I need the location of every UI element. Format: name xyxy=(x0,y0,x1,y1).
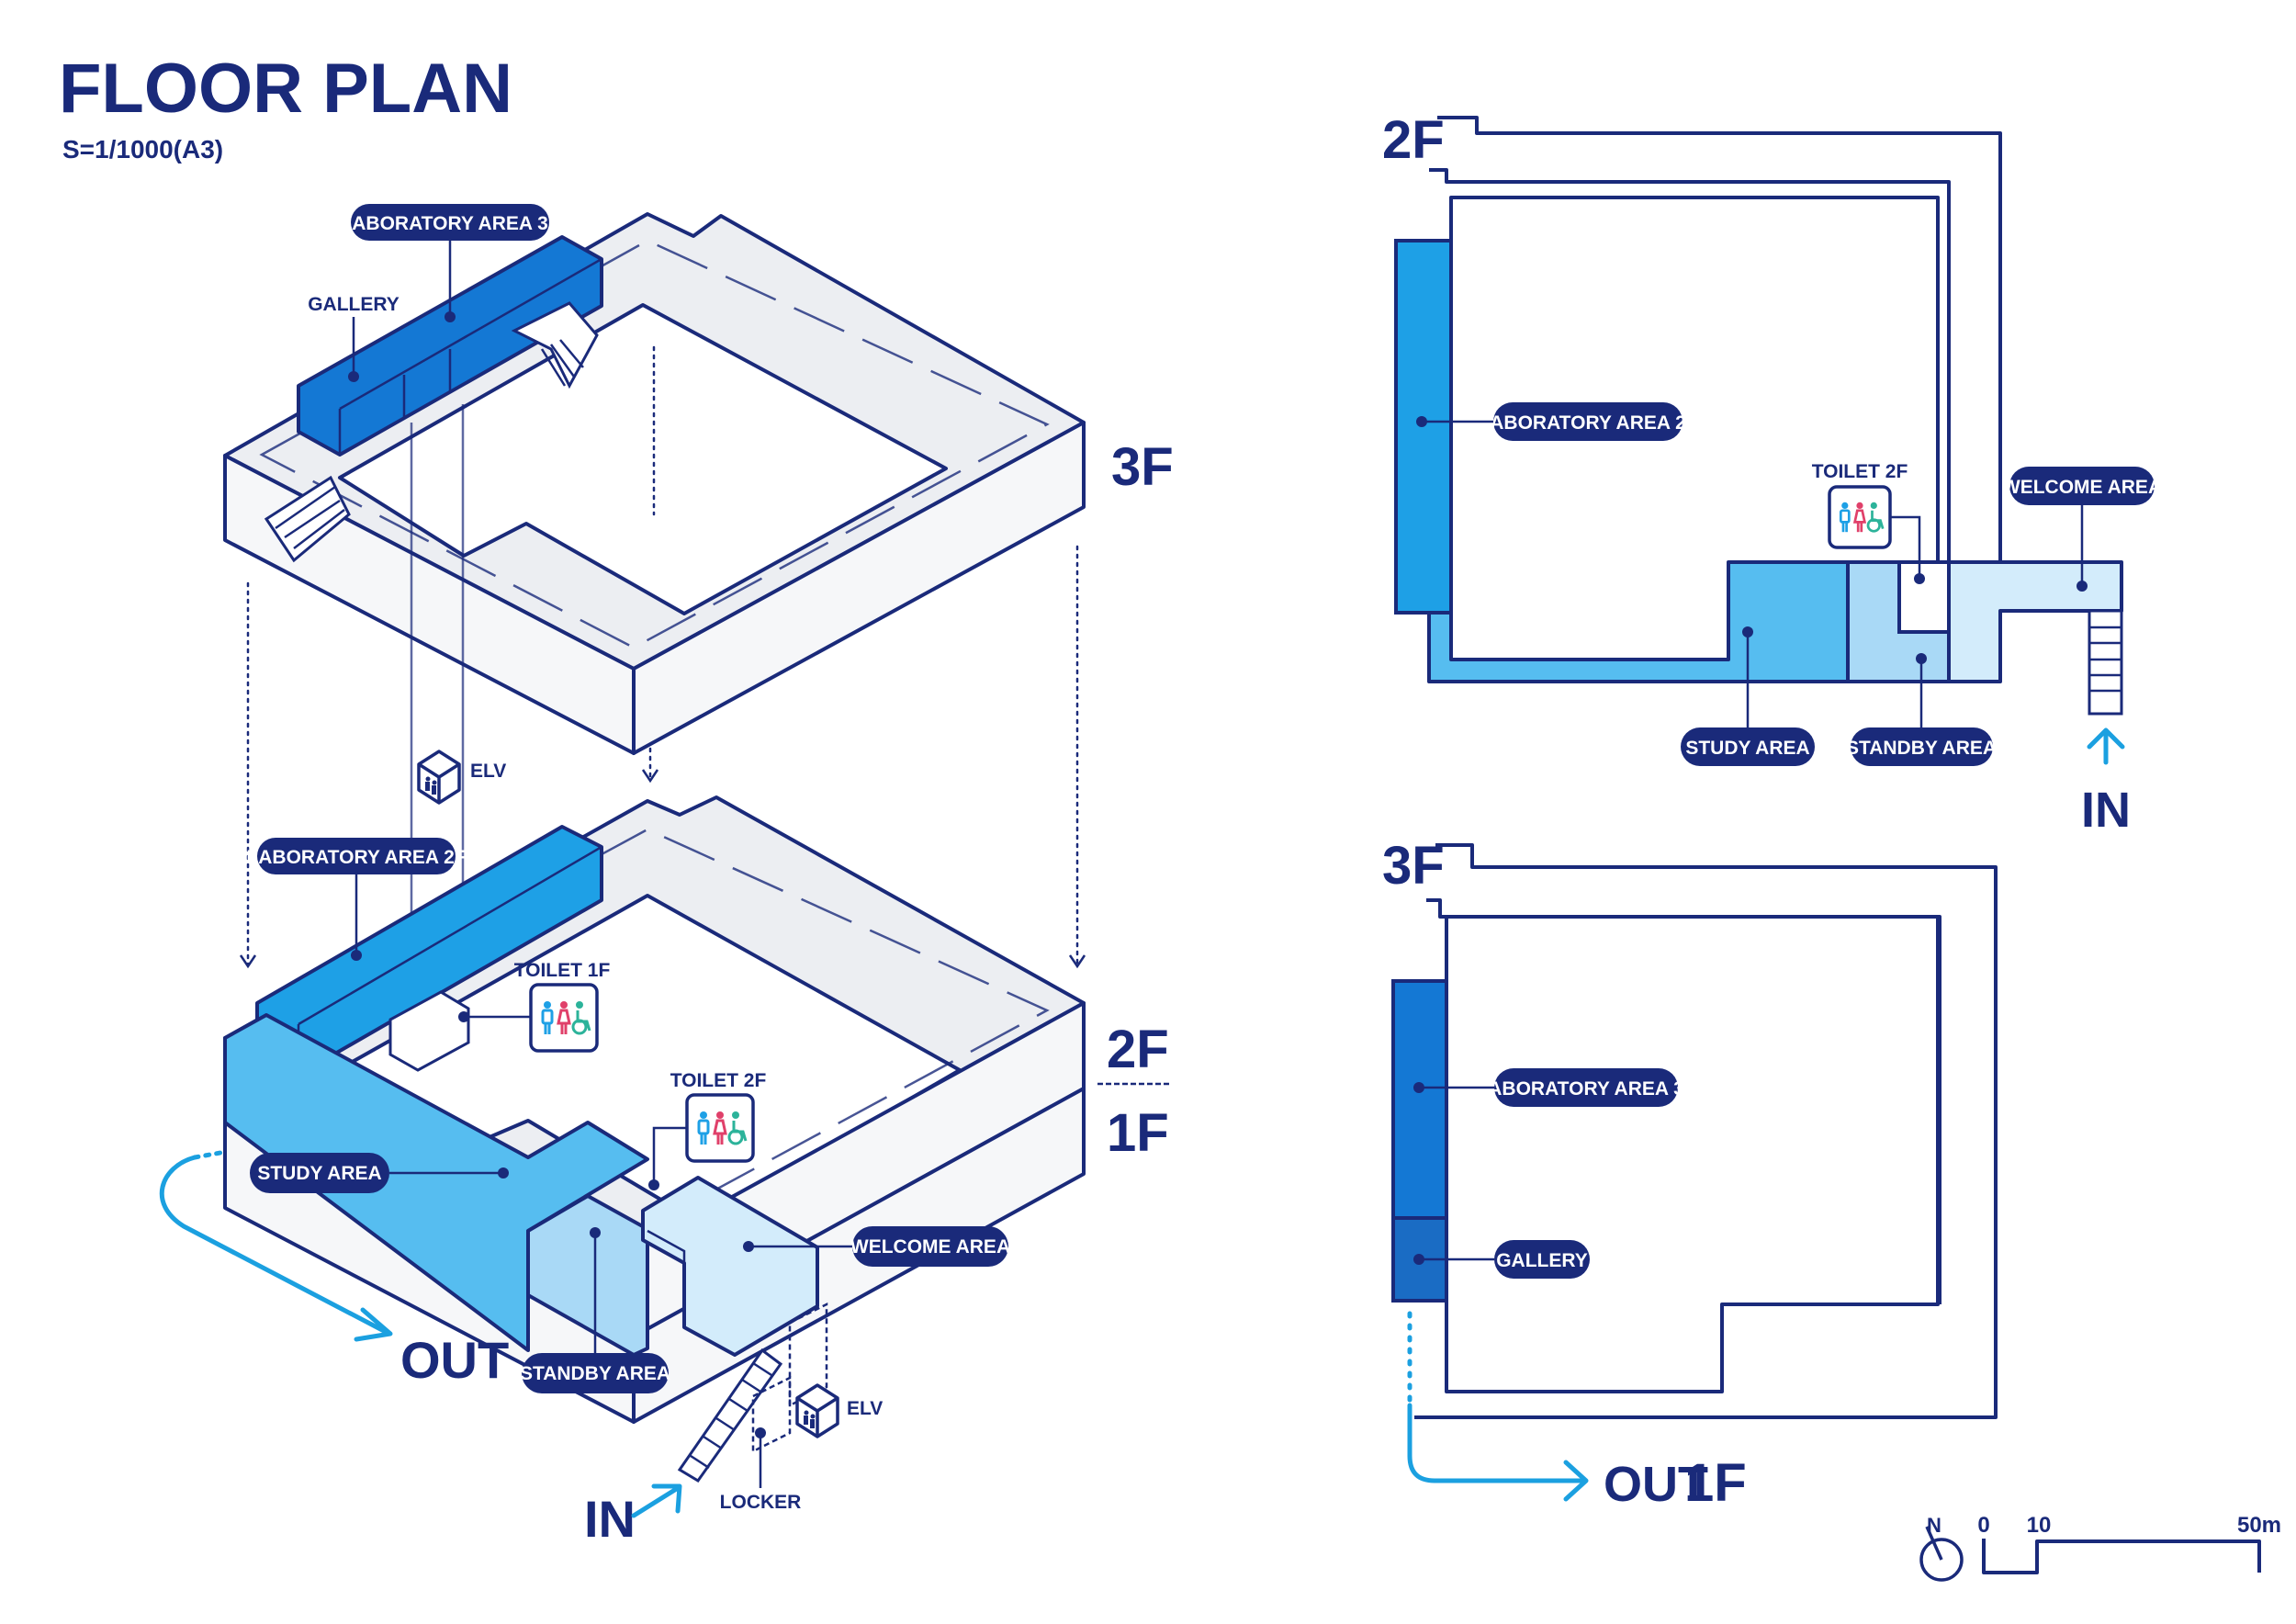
iso-3f-block xyxy=(223,212,1086,1001)
label-iso-locker: LOCKER xyxy=(720,1492,802,1513)
pill-plan2f-lab xyxy=(1493,402,1683,441)
label-iso-welcome: WELCOME AREA xyxy=(850,1236,1010,1257)
label-plan2f-study: STUDY AREA xyxy=(1685,738,1809,759)
label-plan2f-welcome: WELCOME AREA xyxy=(2002,477,2162,498)
iso-standby-area xyxy=(526,1194,649,1357)
iso-2f-1f-labels: LABORATORY AREA 2F TOILET 1F TOILET 2F S… xyxy=(159,838,1010,1548)
iso-floor-3f: 3F xyxy=(1111,437,1174,497)
iso-floor-2f: 2F xyxy=(1107,1020,1169,1079)
elevator-icon-top xyxy=(417,750,461,805)
iso-in-arrow xyxy=(631,1483,682,1518)
label-plan3f-out: OUT xyxy=(1604,1457,1708,1512)
iso-3f-labels: LABORATORY AREA 3F GALLERY xyxy=(308,204,560,382)
plan2f-in-arrow xyxy=(2087,727,2125,765)
pill-iso-lab2f xyxy=(257,838,456,874)
iso-2f-1f-block xyxy=(223,795,1171,1483)
plan-2f: 2F LABORATORY AREA 2F TOILET 2F WELCOME … xyxy=(1382,110,2162,838)
scale-note: S=1/1000(A3) xyxy=(62,135,223,164)
scale-tick-0: 0 xyxy=(1977,1513,1989,1538)
header: FLOOR PLAN S=1/1000(A3) xyxy=(59,50,512,164)
label-plan3f-out-floor: 1F xyxy=(1684,1453,1747,1513)
scale-bar: N 0 10 50m xyxy=(1919,1513,2281,1582)
label-iso-elv-bottom: ELV xyxy=(847,1398,883,1419)
pill-plan2f-standby xyxy=(1851,727,1993,766)
label-plan2f-lab: LABORATORY AREA 2F xyxy=(1478,412,1697,434)
pill-iso-lab3f xyxy=(351,204,549,241)
iso-entrance-stair xyxy=(677,1348,783,1483)
plan-3f: 3F LABORATORY AREA 3F GALLERY OUT 1F xyxy=(1382,836,1998,1513)
iso-out-arrow xyxy=(159,1155,388,1335)
label-iso-gallery: GALLERY xyxy=(308,294,400,315)
elevator-icon-bottom xyxy=(795,1383,839,1438)
label-plan2f-standby: STANDBY AREA xyxy=(1846,738,1997,759)
pill-plan3f-gallery xyxy=(1494,1240,1590,1279)
label-iso-lab3f: LABORATORY AREA 3F xyxy=(340,213,559,234)
pill-plan2f-welcome xyxy=(2009,467,2155,505)
scale-tick-10: 10 xyxy=(2027,1513,2052,1538)
page-title: FLOOR PLAN xyxy=(59,50,512,128)
label-plan3f-lab: LABORATORY AREA 3F xyxy=(1476,1078,1695,1100)
north-arrow-icon xyxy=(1919,1526,1964,1582)
label-iso-lab2f: LABORATORY AREA 2F xyxy=(246,847,466,868)
pill-iso-study xyxy=(250,1153,389,1193)
iso-3f-right-face xyxy=(632,421,1086,755)
north-label: N xyxy=(1927,1514,1941,1537)
iso-study-area xyxy=(223,1013,649,1352)
label-iso-toilet1f: TOILET 1F xyxy=(514,960,611,981)
label-iso-in: IN xyxy=(584,1490,636,1548)
pill-plan2f-study xyxy=(1681,727,1815,766)
label-plan2f-toilet: TOILET 2F xyxy=(1812,461,1908,482)
plan2f-study-area xyxy=(1427,560,1850,683)
plan3f-out-path xyxy=(1407,1403,1587,1483)
plan2f-welcome-area xyxy=(1947,560,2123,683)
plan-2f-floor-label: 2F xyxy=(1382,110,1445,170)
plan3f-lab-area xyxy=(1391,979,1448,1220)
label-iso-toilet2f: TOILET 2F xyxy=(670,1070,767,1091)
label-plan3f-gallery: GALLERY xyxy=(1496,1250,1588,1271)
pill-plan3f-lab xyxy=(1494,1068,1678,1107)
iso-welcome-area xyxy=(641,1176,819,1357)
label-plan2f-in: IN xyxy=(2081,783,2131,838)
label-iso-standby: STANDBY AREA xyxy=(520,1363,670,1384)
pill-iso-standby xyxy=(522,1353,669,1393)
plan-3f-floor-label: 3F xyxy=(1382,836,1445,896)
plan2f-toilet-sign xyxy=(1828,485,1892,549)
pill-iso-welcome xyxy=(852,1226,1008,1267)
scale-tick-50: 50m xyxy=(2237,1513,2281,1538)
iso-floor-1f: 1F xyxy=(1107,1103,1169,1163)
plan2f-toilet-room xyxy=(1897,560,1951,634)
label-iso-elv-top: ELV xyxy=(470,761,506,782)
label-iso-out: OUT xyxy=(400,1331,509,1389)
toilet-2f-sign xyxy=(685,1093,755,1163)
toilet-1f-sign xyxy=(529,983,599,1053)
label-iso-study: STUDY AREA xyxy=(257,1163,381,1184)
